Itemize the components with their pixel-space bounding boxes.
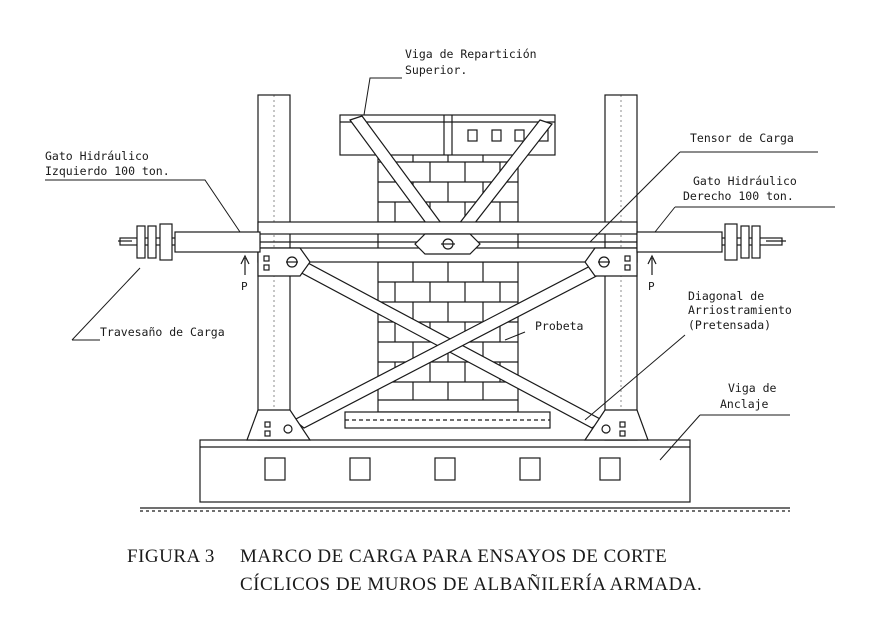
left-hydraulic-jack	[118, 223, 261, 261]
label-distribution-beam-line2: Superior.	[405, 63, 467, 77]
label-anchor-beam-line2: Anclaje	[720, 397, 769, 411]
label-left-jack-line2: Izquierdo 100 ton.	[45, 164, 170, 178]
label-load-crossbeam: Travesaño de Carga	[100, 325, 225, 339]
label-bracing-line1: Diagonal de	[688, 289, 764, 303]
label-right-jack-line2: Derecho 100 ton.	[683, 189, 794, 203]
left-upper-joint	[257, 247, 311, 277]
label-left-jack-line1: Gato Hidráulico	[45, 149, 149, 163]
label-anchor-beam-line1: Viga de	[728, 381, 777, 395]
load-arrow-right	[647, 254, 657, 275]
anchor-beam	[199, 439, 691, 503]
ground-line	[140, 507, 790, 512]
center-node	[414, 233, 481, 255]
right-gusset-plate	[583, 409, 649, 441]
caption-line1: MARCO DE CARGA PARA ENSAYOS DE CORTE	[240, 546, 667, 567]
label-specimen: Probeta	[535, 319, 583, 333]
label-load-p-right: P	[648, 280, 655, 293]
label-right-jack-line1: Gato Hidráulico	[693, 174, 797, 188]
label-bracing-line3: (Pretensada)	[688, 318, 771, 332]
label-bracing-line2: Arriostramiento	[688, 303, 792, 317]
right-hydraulic-jack	[636, 223, 786, 261]
label-load-p-left: P	[241, 280, 248, 293]
label-distribution-beam-line1: Viga de Repartición	[405, 47, 537, 61]
caption-line2: CÍCLICOS DE MUROS DE ALBAÑILERÍA ARMADA.	[240, 573, 702, 595]
leader-lines	[45, 77, 835, 461]
load-arrow-left	[240, 254, 250, 275]
right-upper-joint	[584, 247, 638, 277]
left-gusset-plate	[246, 409, 312, 441]
label-load-tensor: Tensor de Carga	[690, 131, 794, 145]
caption-figure-number: FIGURA 3	[127, 546, 215, 567]
